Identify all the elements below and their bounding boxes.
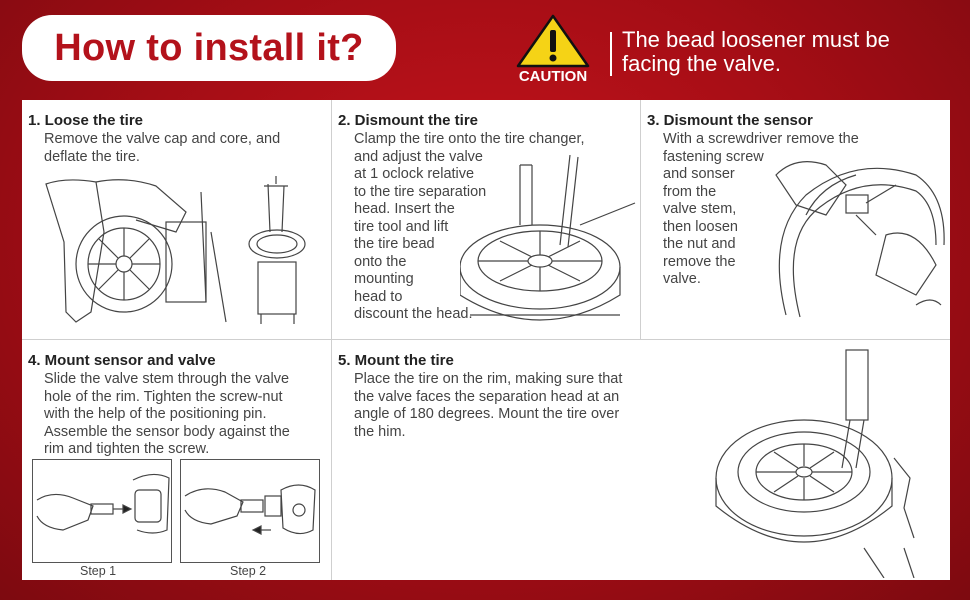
step-2-line: mounting <box>354 271 414 287</box>
step-1-line: deflate the tire. <box>44 148 140 165</box>
step-4-line: with the help of the positioning pin. <box>44 406 267 422</box>
step-2-figure <box>180 459 320 563</box>
title-badge: How to install it? <box>22 15 396 81</box>
step-3-line: remove the <box>663 253 736 270</box>
step-5-cell: 5. Mount the tire Place the tire on the … <box>332 340 950 580</box>
step-1-title: 1. Loose the tire <box>28 112 144 129</box>
step-2-line: the tire bead <box>354 236 435 252</box>
step-5-line: the him. <box>354 423 406 440</box>
tire-changer-illustration <box>45 176 306 324</box>
caution-message: The bead loosener must be facing the val… <box>622 28 962 76</box>
step-2-line: tire tool and lift <box>354 218 449 235</box>
step-3-line: With a screwdriver remove the <box>663 131 859 147</box>
step-3-cell: 3. Dismount the sensor With a screwdrive… <box>641 100 950 340</box>
step-4-line: Assemble the sensor body against the <box>44 423 290 440</box>
step-4-line: hole of the rim. Tighten the screw-nut <box>44 388 283 405</box>
step-2-line: at 1 oclock relative <box>354 166 475 182</box>
instructions-panel: 1. Loose the tire Remove the valve cap a… <box>22 100 950 580</box>
step-2-line: head to <box>354 288 403 305</box>
step-3-line: the nut and <box>663 236 736 252</box>
valve-insert-illustration <box>36 473 170 534</box>
step-3-line: valve. <box>663 271 701 287</box>
step-2-line: and adjust the valve <box>354 148 483 165</box>
step-4-cell: 4. Mount sensor and valve Slide the valv… <box>22 340 332 580</box>
step-1-text: Remove the valve cap and core, and defla… <box>44 131 280 166</box>
step-2-caption: Step 2 <box>230 564 267 578</box>
caution-label: CAUTION <box>518 68 588 85</box>
sensor-removal-illustration <box>775 161 945 318</box>
step-3-line: fastening screw <box>663 148 764 165</box>
caution-line-2: facing the valve. <box>622 51 781 76</box>
step-2-text: Clamp the tire onto the tire changer, an… <box>354 131 585 324</box>
tire-mount-illustration <box>715 349 915 578</box>
step-4-line: rim and tighten the screw. <box>44 441 210 457</box>
step-1-line: Remove the valve cap and core, and <box>44 131 281 147</box>
step-3-line: then loosen <box>663 218 738 235</box>
step-2-line: Clamp the tire onto the tire changer, <box>354 131 585 147</box>
step-5-line: Place the tire on the rim, making sure t… <box>354 371 623 387</box>
step-5-line: the valve faces the separation head at a… <box>354 388 620 405</box>
caution-divider <box>610 32 612 76</box>
page-title: How to install it? <box>54 26 364 69</box>
step-2-line: to the tire separation <box>354 183 487 200</box>
step-4-text: Slide the valve stem through the valve h… <box>44 371 290 459</box>
step-3-title: 3. Dismount the sensor <box>647 112 813 129</box>
step-5-title: 5. Mount the tire <box>338 352 454 369</box>
sensor-attach-illustration <box>184 484 316 535</box>
step-5-line: angle of 180 degrees. Mount the tire ove… <box>354 406 620 422</box>
step-3-line: from the <box>663 183 717 200</box>
caution-warning-icon <box>516 14 590 68</box>
step-3-text: With a screwdriver remove the fastening … <box>663 131 859 289</box>
step-1-caption: Step 1 <box>80 564 117 578</box>
step-4-title: 4. Mount sensor and valve <box>28 352 216 369</box>
step-2-line: onto the <box>354 253 407 270</box>
tire-dismount-illustration <box>460 155 636 321</box>
step-1-figure <box>32 459 172 563</box>
step-2-line: discount the head. <box>354 306 473 322</box>
step-2-title: 2. Dismount the tire <box>338 112 479 129</box>
step-5-text: Place the tire on the rim, making sure t… <box>354 371 622 441</box>
step-2-line: head. Insert the <box>354 201 455 217</box>
step-3-line: and sonser <box>663 166 735 182</box>
caution-block: CAUTION <box>508 12 598 92</box>
step-2-cell: 2. Dismount the tire Clamp the tire onto… <box>332 100 641 340</box>
step-1-cell: 1. Loose the tire Remove the valve cap a… <box>22 100 332 340</box>
step-3-line: valve stem, <box>663 201 737 217</box>
caution-line-1: The bead loosener must be <box>622 27 890 52</box>
step-4-line: Slide the valve stem through the valve <box>44 371 290 387</box>
